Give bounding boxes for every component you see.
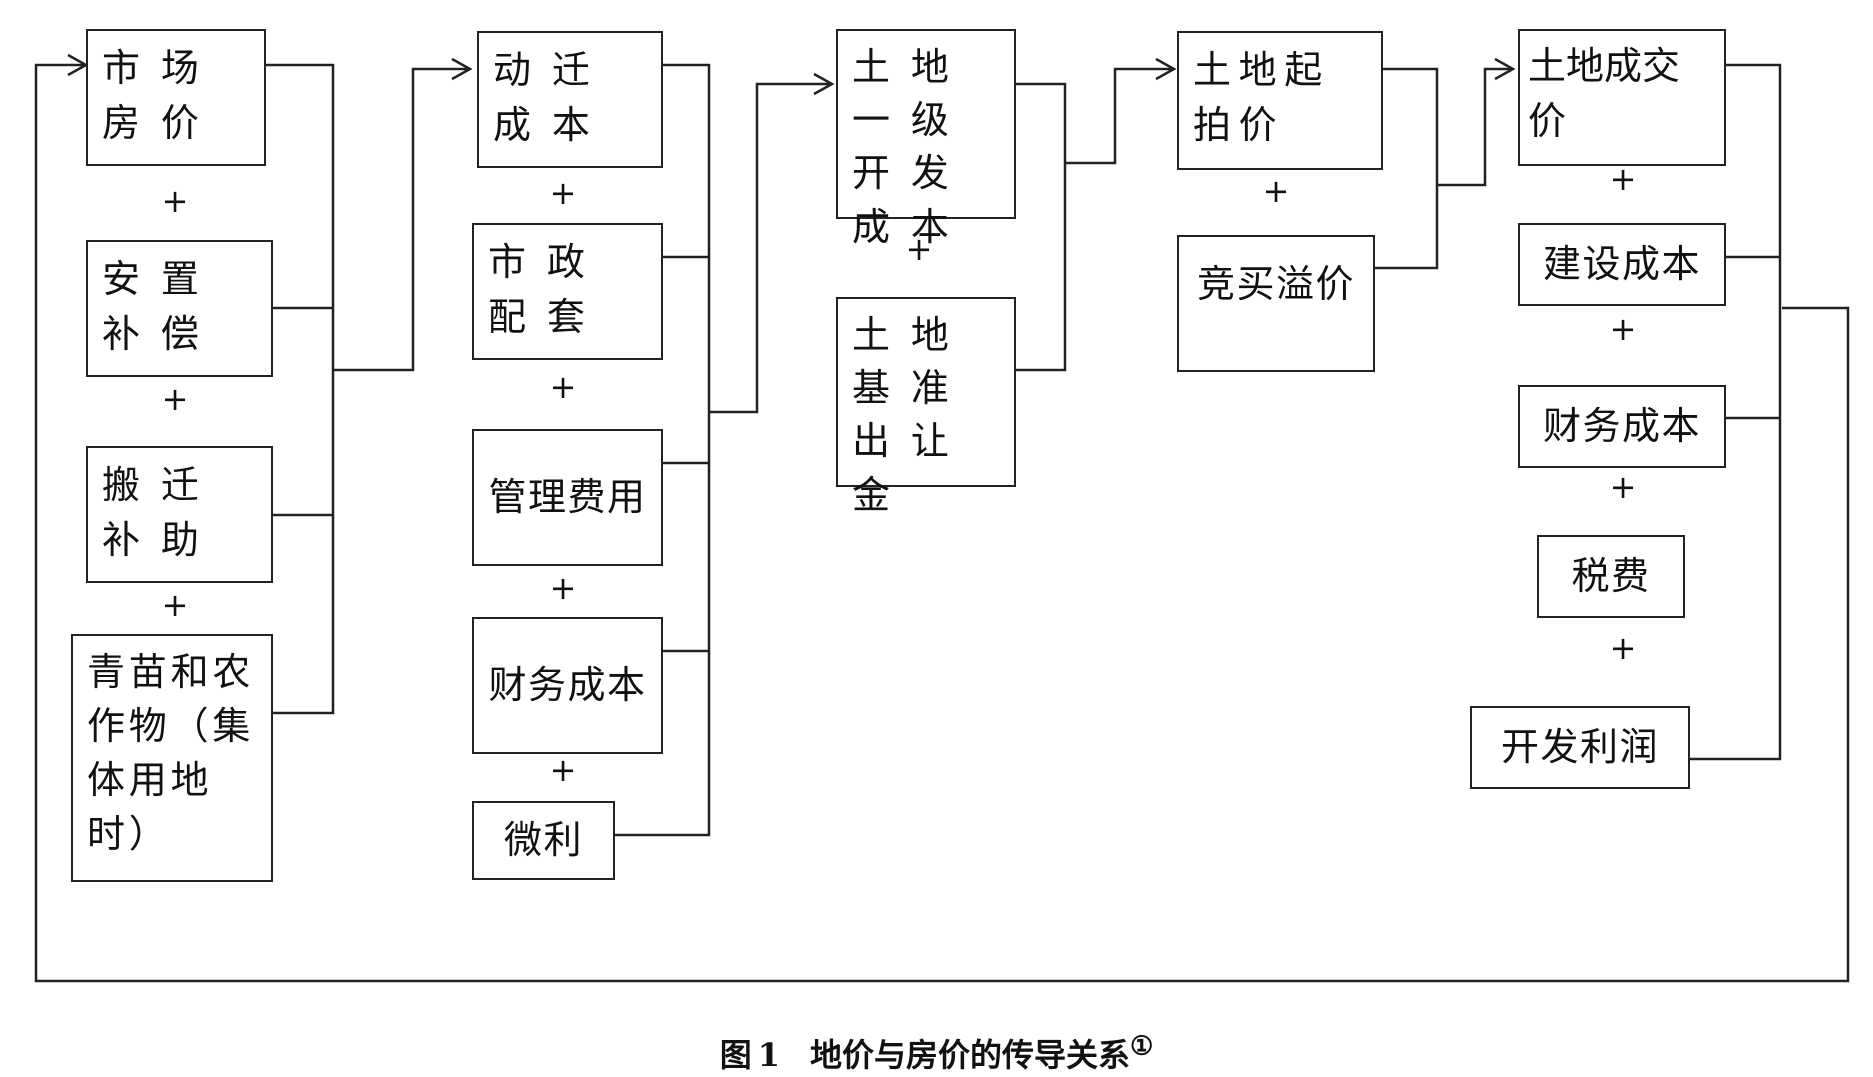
box-municipal: 市政配套 bbox=[472, 223, 663, 360]
col4-arrowhead bbox=[1494, 57, 1516, 81]
plus-sign: + bbox=[549, 751, 577, 789]
plus-sign: + bbox=[161, 380, 189, 418]
col1-arrowhead bbox=[451, 57, 473, 81]
caption-fig-label: 图 bbox=[719, 1036, 752, 1074]
col3-arrowhead bbox=[1155, 57, 1177, 81]
plus-sign: + bbox=[549, 174, 577, 212]
col5-connector bbox=[1690, 63, 1782, 761]
box-start-price: 土地起拍价 bbox=[1177, 31, 1383, 170]
plus-sign: + bbox=[1609, 468, 1637, 506]
box-primary-dev: 土地一级开发成本 bbox=[836, 29, 1016, 249]
box-management: 管理费用 bbox=[472, 429, 663, 566]
plus-sign: + bbox=[1609, 310, 1637, 348]
plus-sign: + bbox=[549, 368, 577, 406]
plus-sign: + bbox=[161, 586, 189, 624]
box-finance-2: 财务成本 bbox=[1518, 385, 1726, 468]
plus-sign: + bbox=[1262, 172, 1290, 210]
col1-connector bbox=[266, 63, 468, 715]
box-benchmark: 土地基准出让金 bbox=[836, 297, 1016, 517]
feedback-loop bbox=[34, 63, 1850, 983]
box-finance-1: 财务成本 bbox=[472, 617, 663, 754]
box-resettle: 安置补偿 bbox=[86, 240, 273, 377]
box-construction: 建设成本 bbox=[1518, 223, 1726, 306]
col2-arrowhead bbox=[813, 72, 835, 96]
box-relocation: 搬迁补助 bbox=[86, 446, 273, 583]
box-premium: 竞买溢价 bbox=[1177, 235, 1375, 372]
col3-connector bbox=[1016, 67, 1172, 372]
box-dev-profit: 开发利润 bbox=[1470, 706, 1690, 789]
plus-sign: + bbox=[161, 182, 189, 220]
plus-sign: + bbox=[1609, 629, 1637, 667]
caption-title: 地价与房价的传导关系 bbox=[809, 1036, 1130, 1074]
box-crops: 青苗和农作物（集体用地时） bbox=[71, 634, 273, 882]
caption-footnote-mark: ① bbox=[1129, 1031, 1154, 1062]
col4-connector bbox=[1375, 67, 1511, 270]
plus-sign: + bbox=[549, 569, 577, 607]
box-market-price: 市场房价 bbox=[86, 29, 266, 166]
plus-sign: + bbox=[1609, 160, 1637, 198]
caption-fig-number: 1 bbox=[757, 1036, 780, 1074]
box-profit-1: 微利 bbox=[472, 801, 615, 880]
plus-sign: + bbox=[905, 230, 933, 268]
col2-connector bbox=[615, 63, 830, 837]
box-demolition: 动迁成本 bbox=[477, 31, 663, 168]
box-tax: 税费 bbox=[1537, 535, 1685, 618]
box-deal-price: 土地成交价 bbox=[1518, 29, 1726, 166]
